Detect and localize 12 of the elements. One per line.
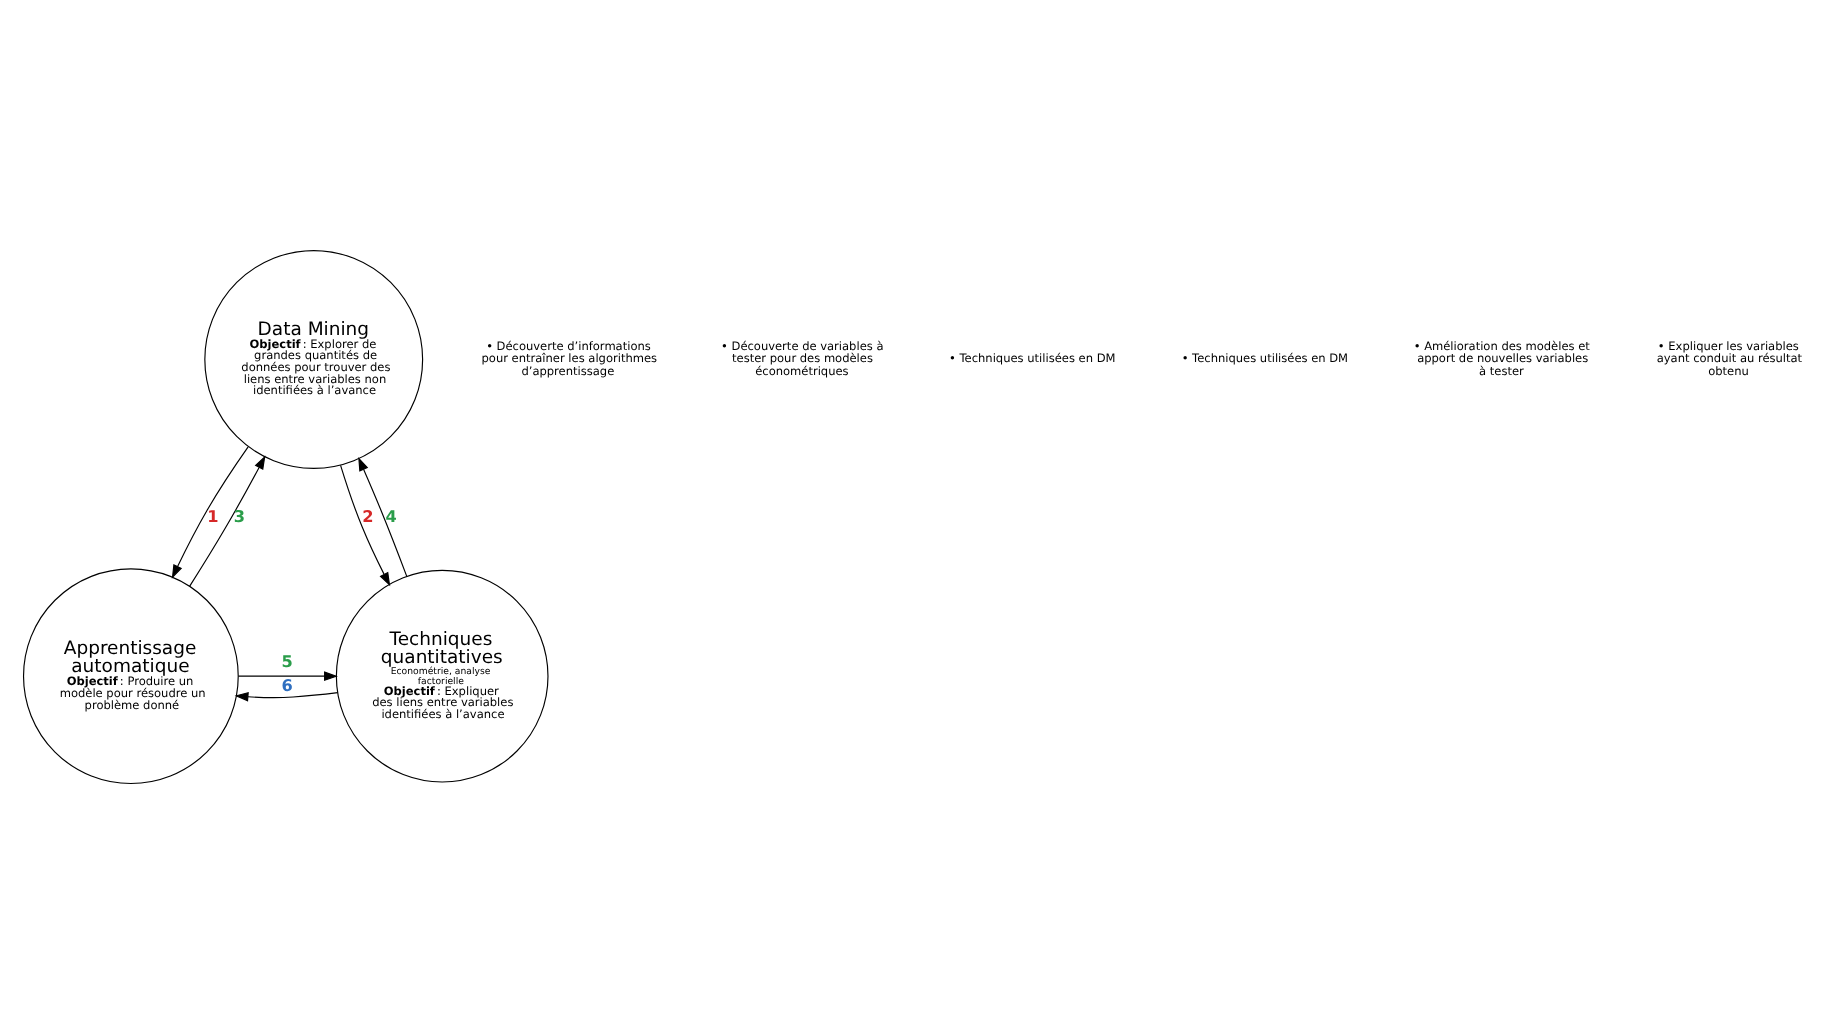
arrow [340, 464, 391, 587]
edge-label: 2 [362, 505, 374, 526]
edge-label: 3 [233, 505, 246, 526]
edge-label: 4 [385, 505, 397, 526]
arrow [189, 455, 266, 587]
arrow [234, 691, 339, 702]
edge-label: 1 [207, 505, 219, 526]
arrow [237, 671, 338, 682]
arrow [358, 457, 408, 577]
edge-label: 5 [281, 651, 293, 672]
arrow [171, 446, 249, 579]
edge-label: 6 [281, 675, 293, 696]
